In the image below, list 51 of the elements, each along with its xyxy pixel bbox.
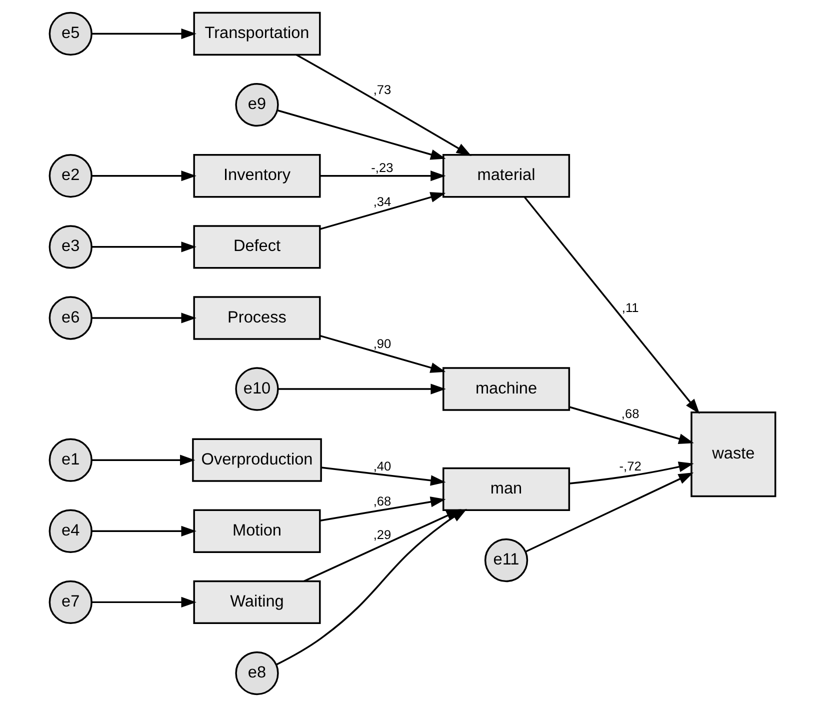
node-circle: e9 bbox=[235, 82, 279, 127]
arrow bbox=[524, 196, 700, 414]
node-circle: e6 bbox=[48, 296, 92, 340]
arrow bbox=[92, 170, 196, 182]
edge-label: -,72 bbox=[619, 458, 642, 474]
arrow bbox=[92, 596, 196, 608]
node-circle: e11 bbox=[484, 538, 528, 582]
arrow bbox=[296, 54, 472, 156]
node-box: machine bbox=[442, 367, 570, 411]
node-box: Defect bbox=[193, 225, 321, 269]
edge-label: ,11 bbox=[622, 300, 639, 315]
node-box: man bbox=[442, 467, 570, 512]
arrow bbox=[92, 454, 196, 466]
arrow bbox=[321, 466, 446, 486]
node-box: Overproduction bbox=[192, 438, 322, 482]
edge-label: ,90 bbox=[373, 336, 392, 352]
arrow bbox=[569, 406, 694, 444]
edge-label: ,68 bbox=[621, 406, 640, 421]
node-circle: e10 bbox=[235, 367, 279, 411]
arrow bbox=[569, 462, 694, 484]
edge-label: ,73 bbox=[373, 82, 392, 98]
arrow bbox=[320, 334, 446, 373]
node-circle: e4 bbox=[48, 509, 92, 553]
node-box: Process bbox=[193, 296, 321, 340]
node-box: Transportation bbox=[193, 12, 321, 56]
node-box: material bbox=[442, 154, 570, 198]
node-box: Waiting bbox=[193, 580, 321, 624]
arrow bbox=[277, 110, 446, 160]
arrow bbox=[320, 170, 446, 182]
arrow bbox=[320, 496, 446, 522]
node-circle: e5 bbox=[48, 12, 92, 56]
arrow bbox=[92, 526, 196, 536]
node-box: Motion bbox=[193, 509, 321, 553]
arrow bbox=[92, 312, 196, 324]
edge-label: ,29 bbox=[373, 527, 392, 542]
node-box: waste bbox=[690, 411, 776, 498]
node-box: Inventory bbox=[193, 154, 321, 198]
node-circle: e2 bbox=[48, 154, 92, 198]
arrow bbox=[92, 242, 196, 252]
arrow bbox=[320, 192, 446, 230]
edge-label: ,40 bbox=[373, 458, 392, 474]
edge-label: ,34 bbox=[373, 194, 392, 209]
node-circle: e1 bbox=[48, 438, 92, 482]
node-circle: e3 bbox=[48, 225, 92, 269]
arrow bbox=[278, 384, 446, 394]
node-circle: e7 bbox=[48, 580, 92, 624]
edge-label: -,23 bbox=[371, 160, 394, 176]
arrow bbox=[525, 472, 694, 553]
arrow bbox=[92, 28, 196, 40]
node-circle: e8 bbox=[235, 651, 279, 696]
edge-label: ,68 bbox=[373, 493, 392, 508]
